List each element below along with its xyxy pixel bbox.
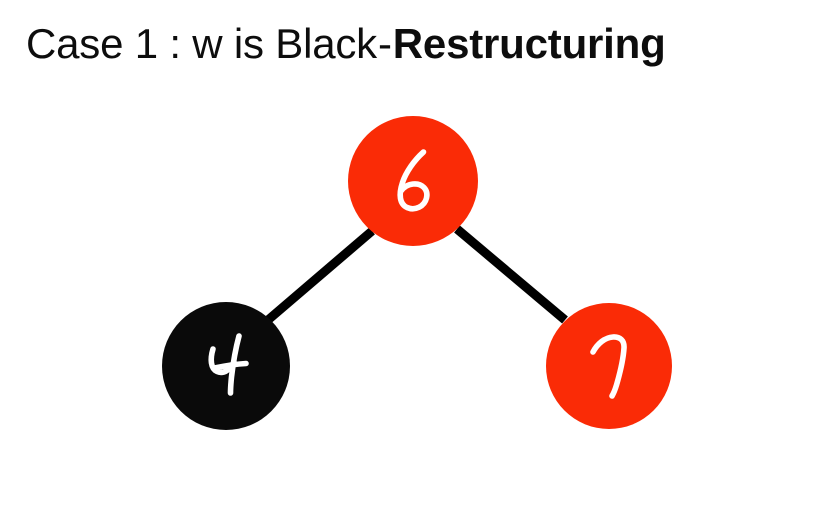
node-circle-right-child[interactable] [546,303,672,429]
tree-node-left-child[interactable] [162,302,290,430]
edge-root-to-right-child [454,225,568,324]
edge-root-to-left-child [265,227,375,324]
tree-node-right-child[interactable] [546,303,672,429]
node-label-left-child [208,333,249,396]
page-title-emphasis: Restructuring [392,20,666,67]
page-title-prefix: Case 1 : w is Black [26,20,377,67]
node-circle-root[interactable] [348,116,478,246]
node-label-root [397,149,430,212]
page-title-separator: - [378,20,392,67]
page-title: Case 1 : w is Black-Restructuring [26,18,816,70]
node-label-right-child [590,334,627,399]
tree-node-root[interactable] [348,116,478,246]
